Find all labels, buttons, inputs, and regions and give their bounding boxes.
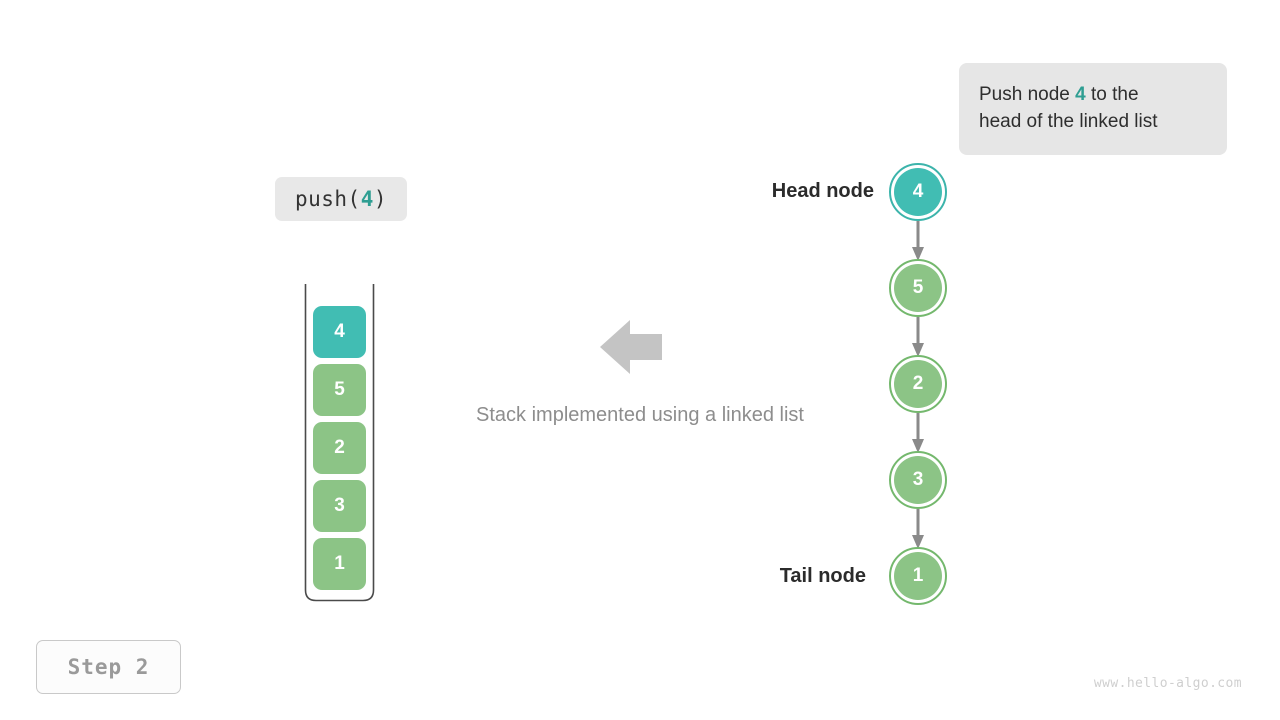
operation-chip-argument: 4 — [360, 187, 374, 211]
node-value: 1 — [912, 565, 924, 586]
linked-list-node: 5 — [889, 259, 947, 317]
stack-visual: 4 5 2 3 1 — [304, 284, 375, 602]
stack-cell-value: 3 — [334, 495, 345, 516]
node-link-arrow-icon — [912, 221, 924, 261]
node-value: 2 — [912, 373, 924, 394]
head-node-label: Head node — [771, 180, 874, 202]
stack-cell: 2 — [313, 422, 366, 474]
push-callout: Push node 4 to the head of the linked li… — [959, 63, 1227, 155]
linked-list-node: 4 — [889, 163, 947, 221]
figure-caption: Stack implemented using a linked list — [476, 404, 804, 426]
node-disc — [894, 168, 942, 216]
stack-cell-value: 5 — [334, 379, 345, 400]
stack-cell-value: 1 — [334, 553, 345, 574]
callout-highlight-value: 4 — [1075, 84, 1086, 105]
stack-cell: 4 — [313, 306, 366, 358]
operation-chip-suffix: ) — [373, 187, 388, 211]
tail-node-label: Tail node — [779, 565, 866, 587]
node-value: 5 — [912, 277, 924, 298]
node-disc — [894, 264, 942, 312]
callout-line2: head of the linked list — [979, 111, 1158, 132]
node-value: 4 — [912, 181, 924, 202]
left-arrow-icon — [600, 320, 662, 374]
node-link-arrow-icon — [912, 317, 924, 357]
stack-cell: 5 — [313, 364, 366, 416]
stack-container-outline — [304, 284, 375, 602]
operation-chip: push(4) — [275, 177, 407, 221]
node-value: 3 — [912, 469, 924, 490]
stack-cell-value: 2 — [334, 437, 345, 458]
linked-list-node: 1 — [889, 547, 947, 605]
node-disc — [894, 552, 942, 600]
stack-cell-value: 4 — [334, 321, 345, 342]
stack-cell: 3 — [313, 480, 366, 532]
node-link-arrow-icon — [912, 413, 924, 453]
linked-list-node: 2 — [889, 355, 947, 413]
stack-cell-list: 4 5 2 3 1 — [313, 306, 366, 590]
node-link-arrow-icon — [912, 509, 924, 549]
callout-line1-suffix: to the — [1085, 84, 1139, 105]
watermark: www.hello-algo.com — [1093, 676, 1242, 691]
linked-list-node: 3 — [889, 451, 947, 509]
callout-line1-prefix: Push node — [979, 84, 1076, 105]
stack-cell: 1 — [313, 538, 366, 590]
operation-chip-prefix: push( — [294, 187, 361, 211]
step-badge: Step 2 — [36, 640, 181, 694]
node-disc — [894, 456, 942, 504]
node-disc — [894, 360, 942, 408]
linked-list-visual: 4 5 2 3 1 — [860, 155, 990, 615]
